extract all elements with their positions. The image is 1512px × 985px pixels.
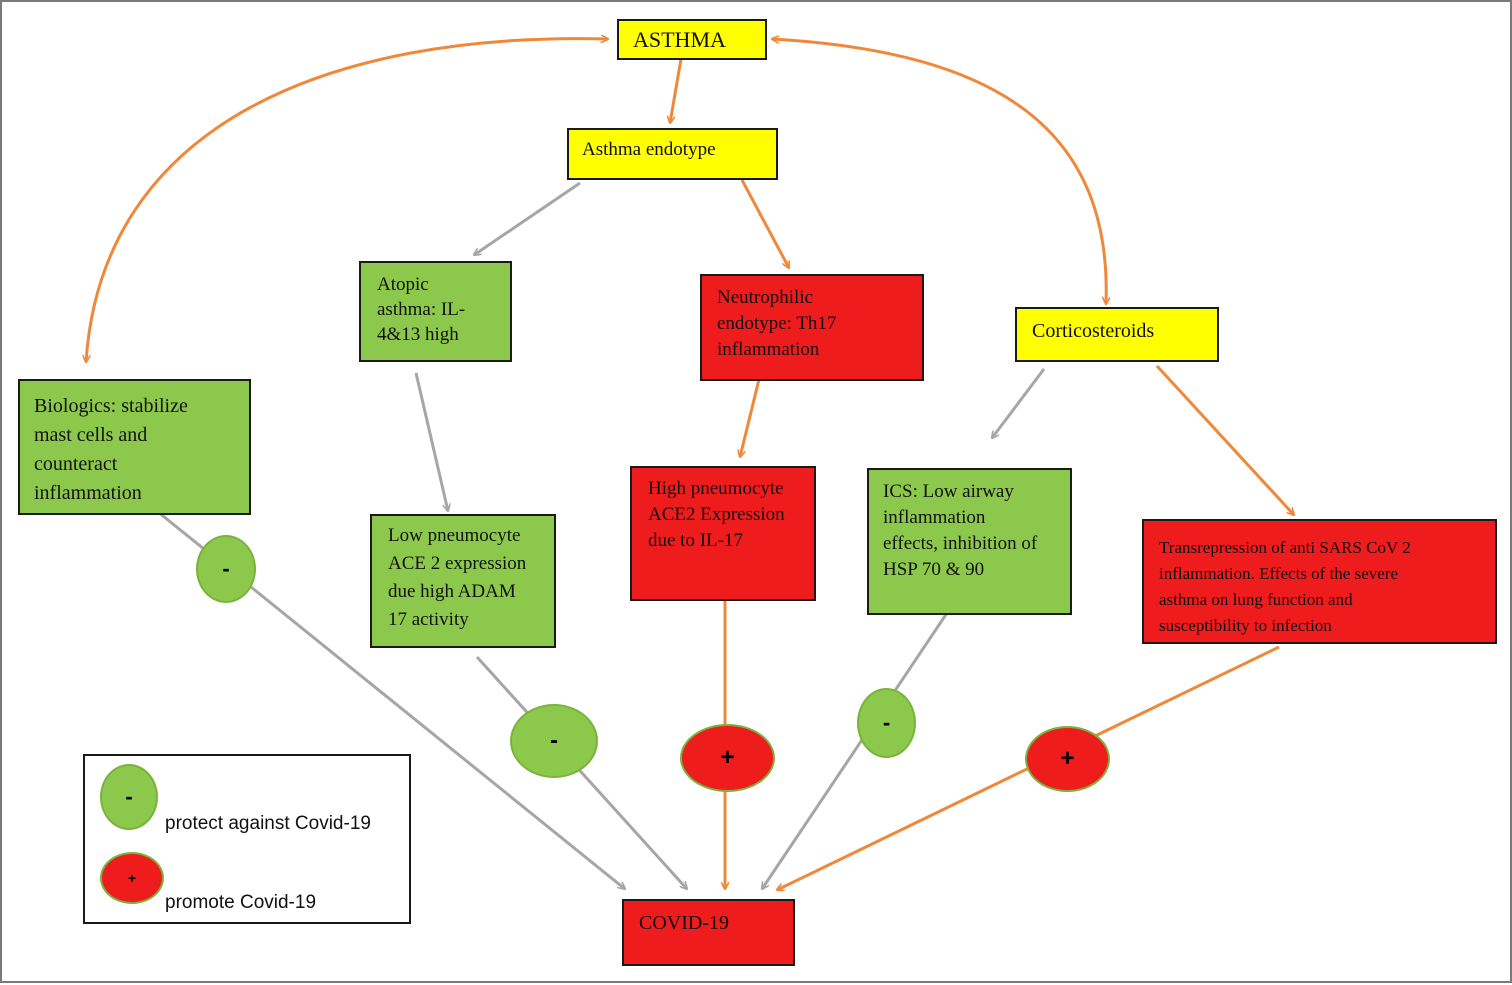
node-corticosteroids: Corticosteroids	[1015, 307, 1219, 362]
node-high-ace2: High pneumocyte ACE2 Expression due to I…	[630, 466, 816, 601]
arrow-corticosteroids-ics	[992, 368, 1046, 438]
legend-minus-badge: -	[100, 764, 158, 830]
node-atopic-asthma: Atopic asthma: IL- 4&13 high	[359, 261, 512, 362]
legend-protect-label: protect against Covid-19	[165, 813, 371, 834]
badge-high-ace2-promote: +	[680, 724, 775, 792]
badge-transrepression-promote: +	[1025, 726, 1110, 792]
node-low-ace2: Low pneumocyte ACE 2 expression due high…	[370, 514, 556, 648]
arrow-low-ace2-covid	[475, 655, 687, 889]
arrow-corticosteroids-transrepression	[1155, 364, 1294, 515]
node-covid-19: COVID-19	[622, 899, 795, 966]
node-ics: ICS: Low airway inflammation effects, in…	[867, 468, 1072, 615]
node-neutrophilic-endotype: Neutrophilic endotype: Th17 inflammation	[700, 274, 924, 381]
legend: - protect against Covid-19 + promote Cov…	[83, 754, 411, 924]
arrow-endotype-neutrophilic	[740, 179, 791, 268]
arrow-atopic-low-ace2	[414, 372, 448, 511]
node-asthma: ASTHMA	[617, 19, 767, 60]
legend-promote-label: promote Covid-19	[165, 892, 317, 913]
legend-plus-badge: +	[100, 852, 164, 904]
node-asthma-endotype: Asthma endotype	[567, 128, 778, 180]
arrow-endotype-atopic	[474, 181, 581, 255]
badge-biologics-protect: -	[196, 535, 256, 603]
node-biologics: Biologics: stabilize mast cells and coun…	[18, 379, 251, 515]
arrow-asthma-endotype	[670, 58, 683, 123]
arrow-asthma-corticosteroids	[772, 39, 1106, 304]
badge-low-ace2-protect: -	[510, 704, 598, 778]
node-transrepression: Transrepression of anti SARS CoV 2 infla…	[1142, 519, 1497, 644]
badge-ics-protect: -	[857, 688, 916, 758]
arrow-asthma-biologics	[86, 39, 608, 362]
arrow-ics-covid	[762, 612, 949, 889]
